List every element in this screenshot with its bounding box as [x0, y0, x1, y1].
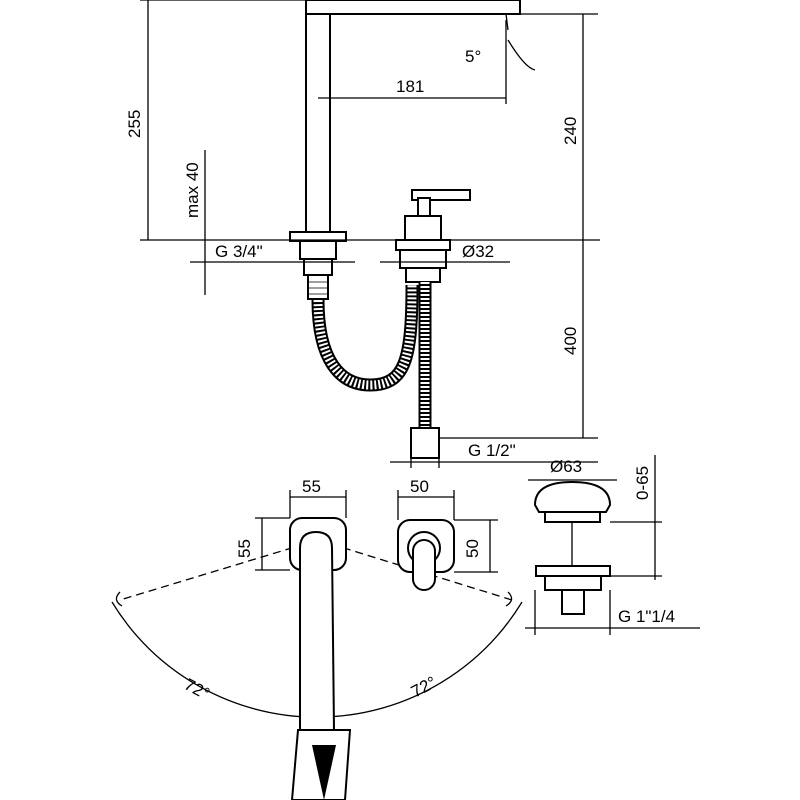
dimension-lines — [140, 0, 600, 468]
dim-spout-width-55: 55 — [302, 477, 321, 496]
dim-240: 240 — [561, 117, 580, 145]
dim-5-deg: 5° — [465, 47, 481, 66]
dim-max-40: max 40 — [183, 162, 202, 218]
dim-g-1-2: G 1/2" — [468, 441, 516, 460]
angle-left-72: 72° — [181, 675, 213, 704]
dim-d63: Ø63 — [550, 457, 582, 476]
dim-spout-depth-55: 55 — [235, 539, 254, 558]
dim-181: 181 — [396, 77, 424, 96]
dim-mixer-depth-50: 50 — [463, 539, 482, 558]
dim-255: 255 — [125, 110, 144, 138]
mixer-side-view — [395, 189, 471, 283]
dim-g-1-1-4: G 1"1/4 — [618, 607, 675, 626]
spout-side-view — [289, 0, 521, 300]
hoses — [311, 282, 440, 459]
spout-top-view — [111, 490, 523, 800]
dim-g-3-4: G 3/4" — [215, 242, 263, 261]
dim-d32: Ø32 — [462, 242, 494, 261]
mixer-top-view — [397, 490, 498, 591]
drain-view — [525, 455, 700, 635]
dim-400: 400 — [561, 327, 580, 355]
dim-mixer-width-50: 50 — [410, 477, 429, 496]
dim-0-65: 0-65 — [633, 466, 652, 500]
